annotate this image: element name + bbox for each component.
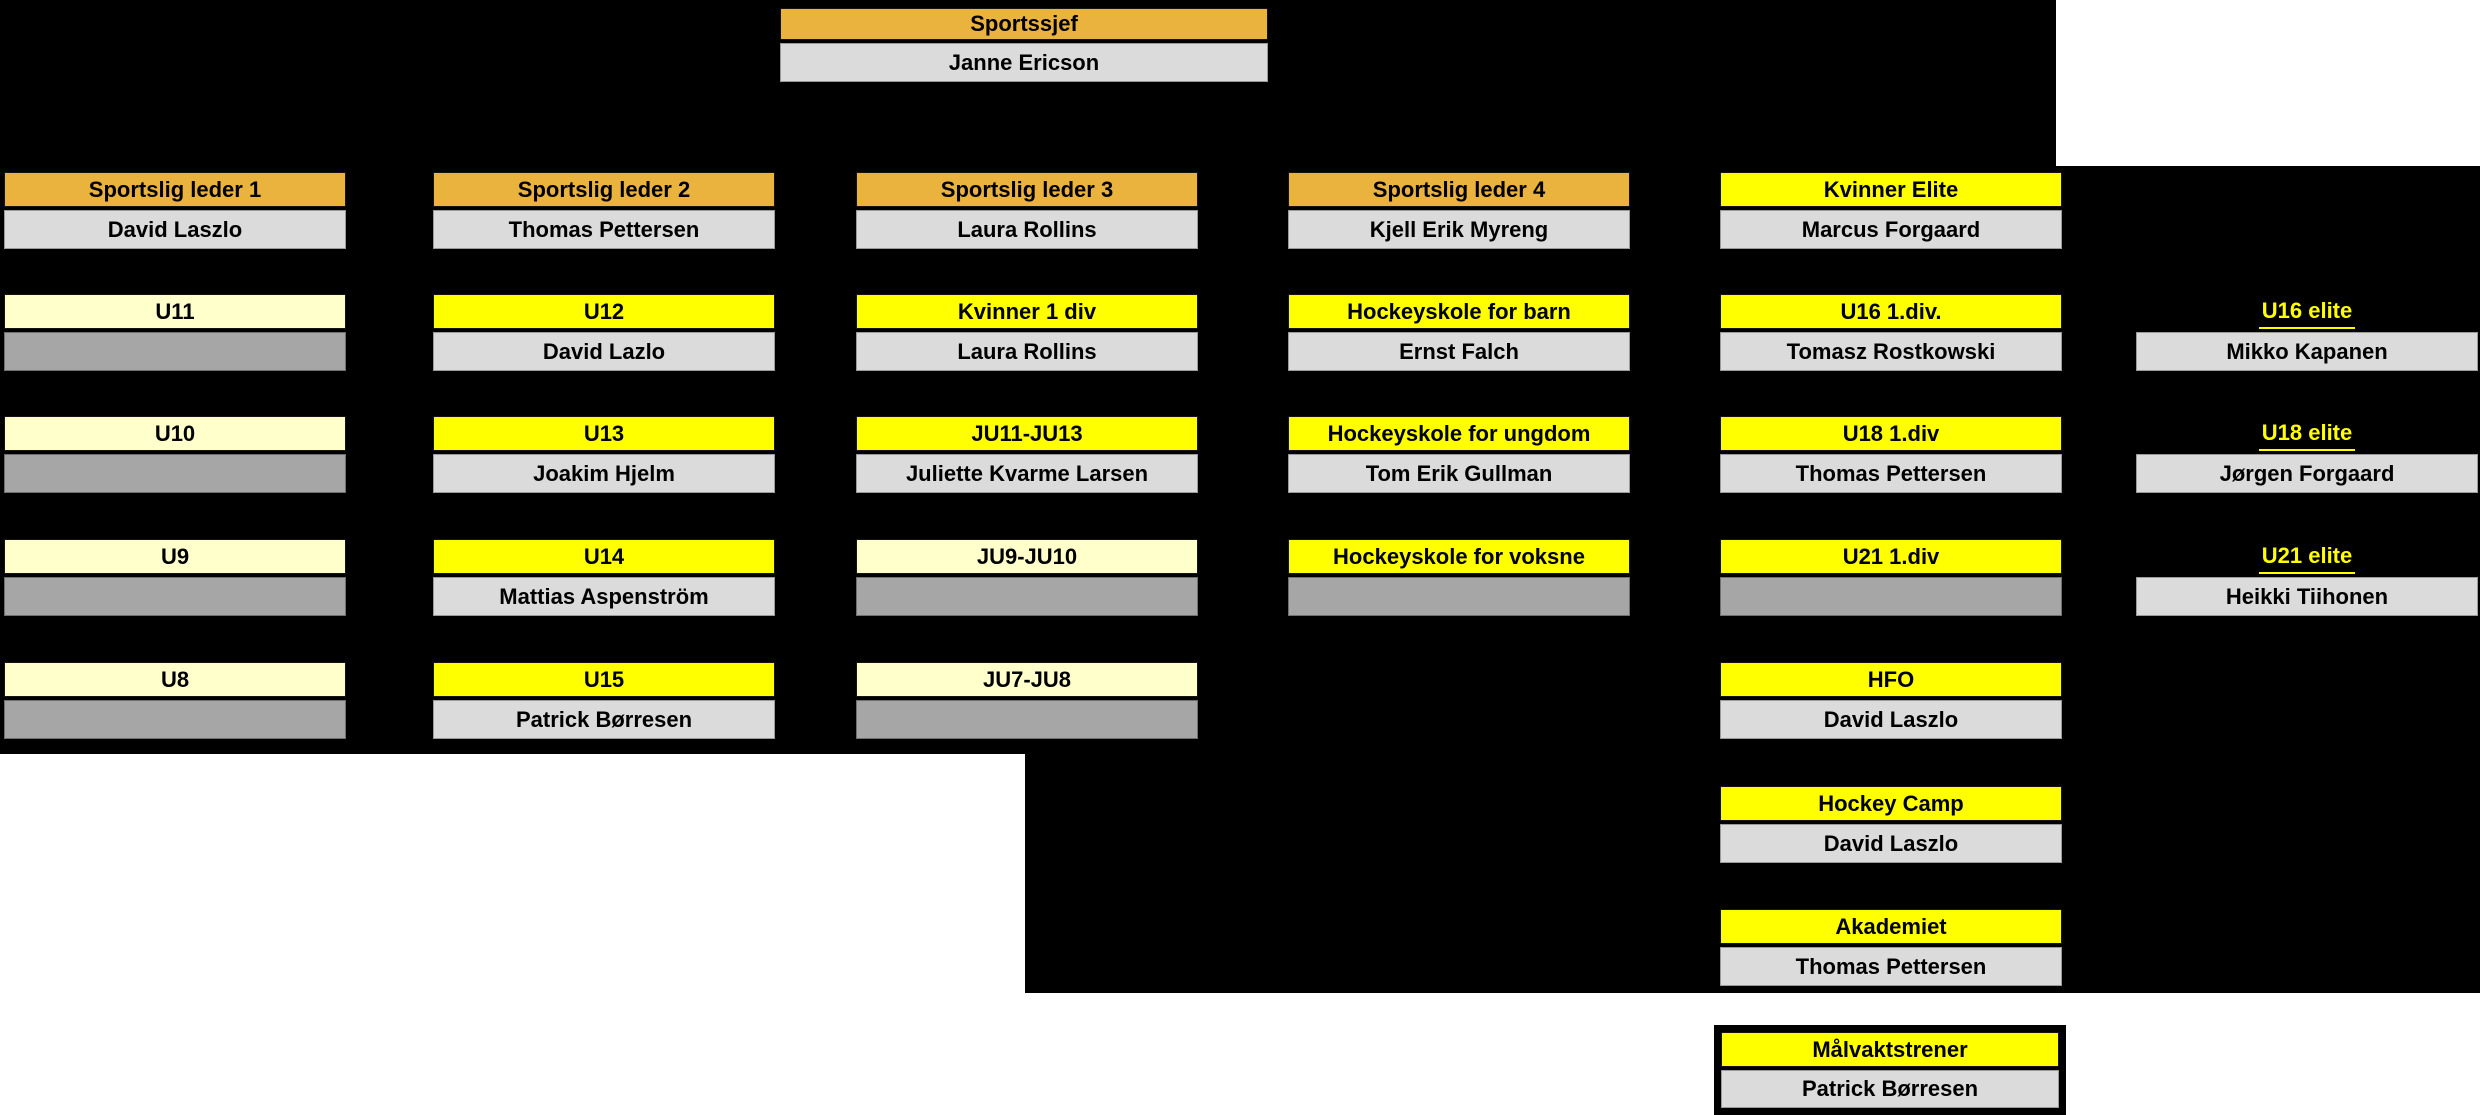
org-box-title: Hockey Camp <box>1720 786 2062 821</box>
org-box-title: Kvinner Elite <box>1720 172 2062 207</box>
org-box-person-empty <box>1288 577 1630 616</box>
org-box-sportssjef: Sportssjef Janne Ericson <box>780 8 1268 82</box>
org-box-person: Ernst Falch <box>1288 332 1630 371</box>
org-box-title: U21 elite <box>2136 539 2478 574</box>
org-box-title: Kvinner 1 div <box>856 294 1198 329</box>
org-box-title: Målvaktstrener <box>1721 1032 2059 1067</box>
org-box-u9: U9 <box>4 539 346 616</box>
org-box-title: U16 1.div. <box>1720 294 2062 329</box>
org-box-person: Laura Rollins <box>856 210 1198 249</box>
org-box-person: Kjell Erik Myreng <box>1288 210 1630 249</box>
org-box-person: Juliette Kvarme Larsen <box>856 454 1198 493</box>
org-box-person: Mattias Aspenström <box>433 577 775 616</box>
org-box-title: Sportslig leder 1 <box>4 172 346 207</box>
org-box-person: Janne Ericson <box>780 43 1268 82</box>
org-box-u21-1-div: U21 1.div <box>1720 539 2062 616</box>
org-box-title: U8 <box>4 662 346 697</box>
org-box-title: U12 <box>433 294 775 329</box>
org-box-ju9-ju10: JU9-JU10 <box>856 539 1198 616</box>
org-box-person: David Laszlo <box>4 210 346 249</box>
org-box-title: U18 elite <box>2136 416 2478 451</box>
org-box-title: Hockeyskole for ungdom <box>1288 416 1630 451</box>
org-box-title: U18 1.div <box>1720 416 2062 451</box>
org-box-title: Hockeyskole for barn <box>1288 294 1630 329</box>
org-box-person-empty <box>4 332 346 371</box>
org-box-person: Laura Rollins <box>856 332 1198 371</box>
org-box-person: Marcus Forgaard <box>1720 210 2062 249</box>
org-box-title: U14 <box>433 539 775 574</box>
background-main-block <box>0 166 2480 754</box>
org-box-person: Patrick Børresen <box>433 700 775 739</box>
org-box-title: Hockeyskole for voksne <box>1288 539 1630 574</box>
org-box-person: David Laszlo <box>1720 824 2062 863</box>
org-box-person: Thomas Pettersen <box>433 210 775 249</box>
org-box-person: Jørgen Forgaard <box>2136 454 2478 493</box>
org-box-title: U11 <box>4 294 346 329</box>
org-box-title: JU7-JU8 <box>856 662 1198 697</box>
org-box-title: JU11-JU13 <box>856 416 1198 451</box>
org-box-title: U10 <box>4 416 346 451</box>
org-box-u11: U11 <box>4 294 346 371</box>
org-box-u16-1-div: U16 1.div.Tomasz Rostkowski <box>1720 294 2062 371</box>
org-box-title: Sportslig leder 2 <box>433 172 775 207</box>
org-box-hockeyskole-for-voksne: Hockeyskole for voksne <box>1288 539 1630 616</box>
org-box-title: U16 elite <box>2136 294 2478 329</box>
org-box-title: U13 <box>433 416 775 451</box>
org-box-person-empty <box>4 577 346 616</box>
org-box-person: Tomasz Rostkowski <box>1720 332 2062 371</box>
org-box-ju7-ju8: JU7-JU8 <box>856 662 1198 739</box>
org-box-title: Sportslig leder 3 <box>856 172 1198 207</box>
org-box-person: Joakim Hjelm <box>433 454 775 493</box>
org-box-title: HFO <box>1720 662 2062 697</box>
org-box-person: Mikko Kapanen <box>2136 332 2478 371</box>
org-box-person: Patrick Børresen <box>1721 1070 2059 1108</box>
org-box-title: U9 <box>4 539 346 574</box>
org-box-title: Akademiet <box>1720 909 2062 944</box>
org-box-title: Sportslig leder 4 <box>1288 172 1630 207</box>
org-box-u10: U10 <box>4 416 346 493</box>
org-box-u8: U8 <box>4 662 346 739</box>
org-box-person-empty <box>4 700 346 739</box>
org-box-person: Thomas Pettersen <box>1720 947 2062 986</box>
org-box-person: Thomas Pettersen <box>1720 454 2062 493</box>
org-box-person: Tom Erik Gullman <box>1288 454 1630 493</box>
org-box-person-empty <box>856 700 1198 739</box>
org-box-title: Sportssjef <box>780 8 1268 40</box>
org-box-person-empty <box>856 577 1198 616</box>
org-box-person: David Lazlo <box>433 332 775 371</box>
org-box-person: David Laszlo <box>1720 700 2062 739</box>
org-box-title: JU9-JU10 <box>856 539 1198 574</box>
org-box-title: U21 1.div <box>1720 539 2062 574</box>
org-box-title: U15 <box>433 662 775 697</box>
org-box-person-empty <box>1720 577 2062 616</box>
org-box-person-empty <box>4 454 346 493</box>
org-box-person: Heikki Tiihonen <box>2136 577 2478 616</box>
